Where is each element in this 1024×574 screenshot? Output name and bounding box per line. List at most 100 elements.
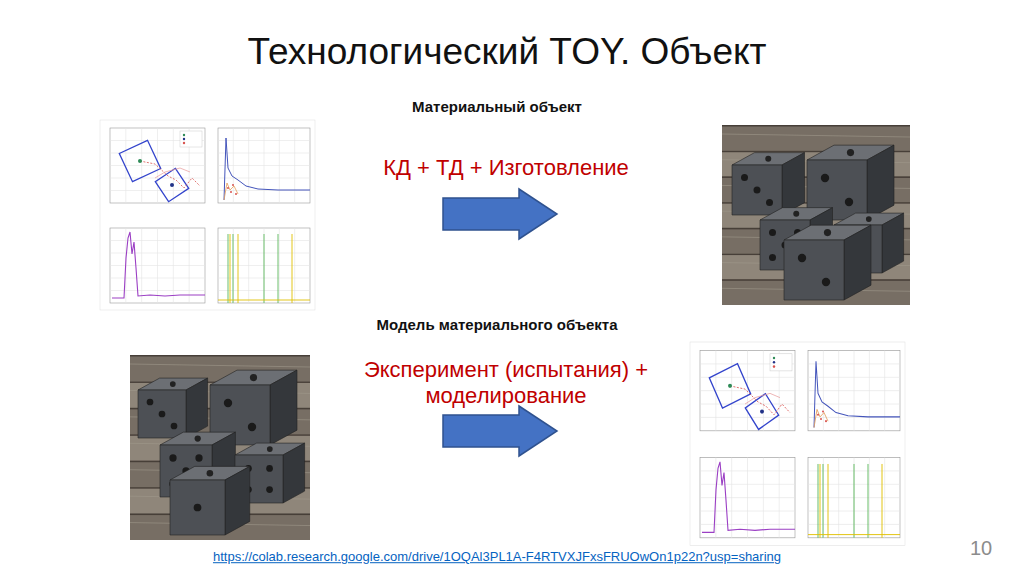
subplot (110, 228, 205, 303)
metal-die (782, 153, 805, 215)
subplot (110, 228, 205, 303)
dice-photo (722, 125, 910, 127)
metal-die (766, 199, 773, 206)
subplot (814, 409, 828, 427)
metal-die (170, 480, 225, 535)
subplot (808, 458, 900, 538)
subplot (112, 232, 205, 298)
section-heading: Материальный объект (412, 98, 582, 116)
metal-die (138, 390, 186, 438)
subplot (233, 234, 234, 303)
metal-die (159, 411, 166, 418)
subplot (224, 183, 238, 200)
section-heading: Модель материального объекта (377, 316, 618, 334)
subplot (180, 131, 202, 147)
subplot (869, 351, 870, 431)
subplot (763, 458, 764, 538)
dice-photo (130, 364, 310, 367)
metal-die (195, 435, 201, 441)
dice-photo (130, 355, 310, 540)
subplot (218, 300, 310, 301)
subplot (818, 464, 819, 538)
subplot (155, 168, 190, 178)
subplot (884, 458, 885, 538)
metal-die (732, 165, 782, 215)
dice-photo (722, 125, 910, 305)
dice-photo (722, 134, 910, 137)
metal-die (754, 187, 761, 194)
metal-die (225, 466, 250, 535)
subplot (820, 464, 821, 538)
metal-die (186, 378, 208, 438)
subplot (702, 462, 795, 533)
subplot (227, 187, 229, 189)
subplot (822, 410, 824, 412)
subplot (823, 464, 824, 538)
metal-die (867, 145, 894, 220)
metal-die (194, 504, 202, 512)
subplot (700, 497, 795, 498)
subplot (228, 234, 229, 303)
metal-die (250, 374, 257, 381)
subplot (189, 228, 190, 303)
subplot (884, 351, 885, 431)
subplot (869, 458, 870, 538)
subplot (820, 418, 822, 420)
subplot (728, 384, 732, 388)
subplot (183, 138, 185, 140)
subplot (140, 161, 200, 188)
subplot (700, 511, 795, 512)
subplot (264, 234, 265, 303)
subplot (170, 183, 174, 187)
subplot (745, 393, 780, 404)
metal-die (732, 153, 805, 215)
subplot (110, 128, 205, 203)
metal-dice (732, 145, 904, 300)
subplot (294, 128, 295, 203)
metal-die (784, 225, 871, 300)
subplot (709, 364, 750, 408)
subplot (110, 128, 205, 203)
metal-die (169, 454, 176, 461)
metal-die (765, 156, 771, 162)
simulation-plots (690, 342, 905, 545)
subplot (868, 464, 869, 538)
subplot (294, 228, 295, 303)
block-arrow (443, 189, 557, 239)
slide-title: Технологический TOY. Объект (247, 30, 766, 74)
subplot (218, 128, 310, 203)
subplot (235, 193, 237, 195)
process-caption: КД + ТД + Изготовление (383, 155, 629, 181)
subplot (155, 168, 188, 201)
metal-die (741, 174, 748, 181)
subplot (279, 228, 280, 303)
page-number: 10 (970, 536, 992, 560)
subplot (230, 191, 232, 193)
subplot (218, 178, 310, 179)
subplot (264, 228, 265, 303)
subplot (238, 234, 239, 303)
subplot (173, 128, 174, 203)
subplot (119, 140, 160, 181)
metal-die (822, 278, 830, 286)
subplot (110, 278, 205, 279)
subplot (230, 234, 231, 303)
metal-die (170, 466, 250, 535)
subplot (854, 458, 855, 538)
metal-die (138, 378, 208, 438)
dice-photo (130, 355, 310, 357)
subplot (817, 414, 819, 416)
metal-die (270, 370, 297, 445)
metal-die (798, 254, 806, 262)
subplot (808, 404, 900, 405)
subplot (814, 361, 900, 427)
subplot (110, 178, 205, 179)
metal-die (248, 423, 256, 431)
subplot (279, 128, 280, 203)
subplot (278, 234, 279, 303)
subplot (770, 354, 792, 371)
subplot (825, 420, 827, 422)
metal-die (844, 225, 871, 300)
